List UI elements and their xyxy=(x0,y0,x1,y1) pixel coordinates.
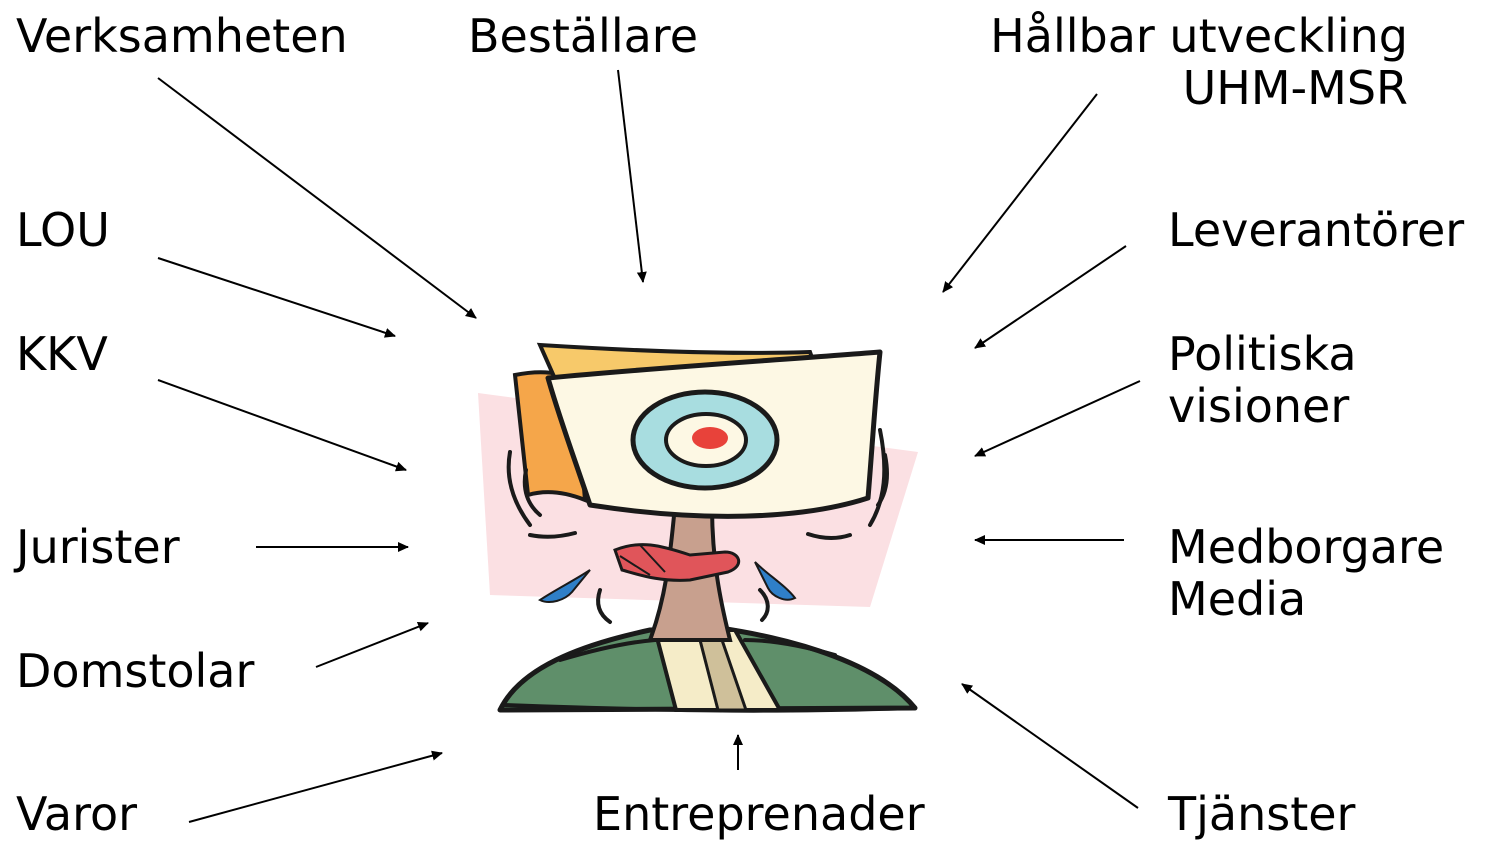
label-media: Media xyxy=(1168,573,1306,625)
label-domstolar: Domstolar xyxy=(16,645,254,697)
label-lou: LOU xyxy=(16,204,110,256)
label-medborgare: Medborgare xyxy=(1168,521,1444,573)
label-verksamheten: Verksamheten xyxy=(16,10,348,62)
label-leverantorer: Leverantörer xyxy=(1168,204,1464,256)
label-jurister: Jurister xyxy=(16,521,180,573)
label-varor: Varor xyxy=(16,788,137,840)
label-tjanster: Tjänster xyxy=(1168,788,1355,840)
label-hallbar-utveckling: Hållbar utveckling xyxy=(990,10,1408,62)
label-uhm-msr: UHM-MSR xyxy=(1183,62,1408,114)
label-bestallare: Beställare xyxy=(468,10,698,62)
label-visioner: visioner xyxy=(1168,380,1349,432)
label-entreprenader: Entreprenader xyxy=(593,788,925,840)
target-bullseye xyxy=(692,427,728,449)
label-kkv: KKV xyxy=(16,328,108,380)
label-politiska: Politiska xyxy=(1168,328,1357,380)
